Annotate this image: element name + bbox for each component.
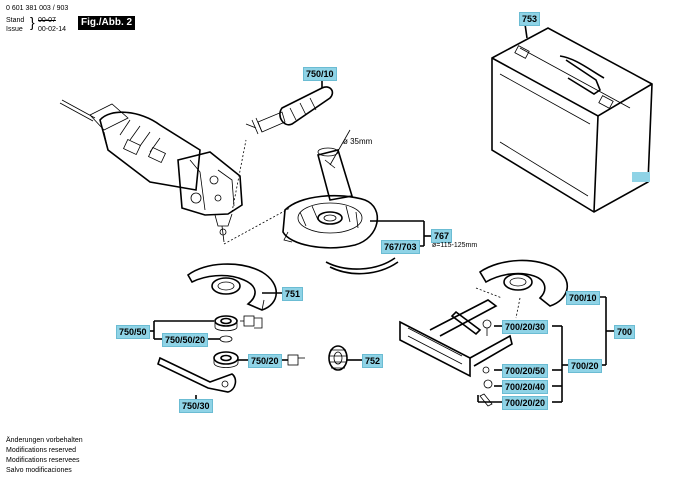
label-700-20-30: 700/20/30 xyxy=(502,320,549,334)
angle-grinder-drawing xyxy=(59,99,291,245)
cutting-guide-drawing xyxy=(399,259,569,407)
leader-lines xyxy=(150,23,614,403)
label-700-20: 700/20 xyxy=(568,359,602,373)
footer-line-3: Modifications reservees xyxy=(6,457,80,464)
carrying-case-drawing xyxy=(491,27,653,213)
label-751: 751 xyxy=(282,287,304,301)
label-750-20: 750/20 xyxy=(248,354,282,368)
label-700-10: 700/10 xyxy=(566,291,600,305)
label-750-10: 750/10 xyxy=(303,67,337,81)
label-750-50: 750/50 xyxy=(116,325,150,339)
two-pin-spanner-drawing xyxy=(157,356,237,393)
figure-label: Fig./Abb. 2 xyxy=(78,16,136,30)
footer-line-1: Änderungen vorbehalten xyxy=(6,437,83,444)
new-date: 00-02-14 xyxy=(38,26,67,33)
side-handle-drawing xyxy=(245,86,334,135)
label-753: 753 xyxy=(519,12,541,26)
wheel-guard-drawing xyxy=(186,263,278,311)
label-700-20-40: 700/20/40 xyxy=(502,380,549,394)
flange-parts-drawing xyxy=(214,315,263,343)
label-752: 752 xyxy=(362,354,384,368)
label-767: 767 xyxy=(431,229,453,243)
issue-label: Issue xyxy=(6,26,23,33)
part-number: 0 601 381 003 / 903 xyxy=(6,5,69,12)
old-date: 00-07 xyxy=(38,17,56,24)
diameter-annotation: ø 35mm xyxy=(343,137,373,146)
label-700: 700 xyxy=(614,325,636,339)
range-annotation: ø=115-125mm xyxy=(432,242,478,249)
label-750-30: 750/30 xyxy=(179,399,213,413)
label-767-703: 767/703 xyxy=(381,240,420,254)
extraction-hood-drawing xyxy=(282,129,399,275)
label-700-20-50: 700/20/50 xyxy=(502,364,549,378)
label-750-50-20: 750/50/20 xyxy=(162,333,209,347)
stand-label: Stand xyxy=(6,17,25,24)
footer-line-2: Modifications reserved xyxy=(6,447,77,454)
header-brace: } xyxy=(30,14,35,30)
grinding-disc-drawing xyxy=(287,345,348,371)
clamp-nut-drawing xyxy=(213,351,239,368)
label-700-20-20: 700/20/20 xyxy=(502,396,549,410)
footer-line-4: Salvo modificaciones xyxy=(6,467,72,474)
